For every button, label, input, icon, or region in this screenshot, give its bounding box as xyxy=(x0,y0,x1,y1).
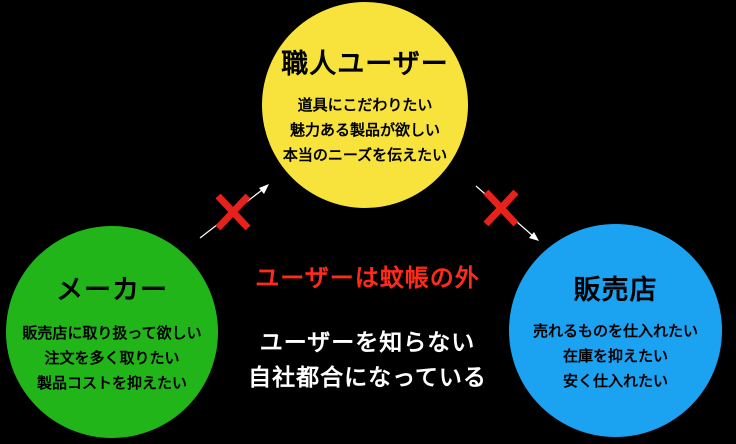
maker-line: 製品コストを抑えたい xyxy=(36,374,187,392)
cross-mark-icon xyxy=(215,193,251,231)
retailer-line: 安く仕入れたい xyxy=(562,371,668,390)
retailer-circle: 販売店 売れるものを仕入れたい 在庫を抑えたい 安く仕入れたい xyxy=(509,224,722,437)
craftsman-line: 本当のニーズを伝えたい xyxy=(282,146,448,164)
retailer-line: 売れるものを仕入れたい xyxy=(532,321,698,340)
maker-title: メーカー xyxy=(56,275,168,306)
craftsman-line: 道具にこだわりたい xyxy=(297,96,433,114)
warning-text: ユーザーは蚊帳の外 xyxy=(255,264,480,292)
center-line-2: 自社都合になっている xyxy=(248,365,487,391)
craftsman-line: 魅力ある製品が欲しい xyxy=(289,121,440,139)
maker-circle: メーカー 販売店に取り扱って欲しい 注文を多く取りたい 製品コストを抑えたい xyxy=(6,226,218,438)
cross-mark-icon xyxy=(483,189,519,227)
craftsman-title: 職人ユーザー xyxy=(281,49,449,80)
craftsman-user-circle: 職人ユーザー 道具にこだわりたい 魅力ある製品が欲しい 本当のニーズを伝えたい xyxy=(262,2,468,208)
center-line-1: ユーザーを知らない xyxy=(259,330,476,356)
retailer-title: 販売店 xyxy=(573,274,658,306)
maker-line: 販売店に取り扱って欲しい xyxy=(22,324,202,342)
retailer-line: 在庫を抑えたい xyxy=(562,346,668,365)
arrow-head-left xyxy=(259,184,269,194)
arrow-head-right xyxy=(529,232,539,241)
maker-line: 注文を多く取りたい xyxy=(44,349,180,367)
